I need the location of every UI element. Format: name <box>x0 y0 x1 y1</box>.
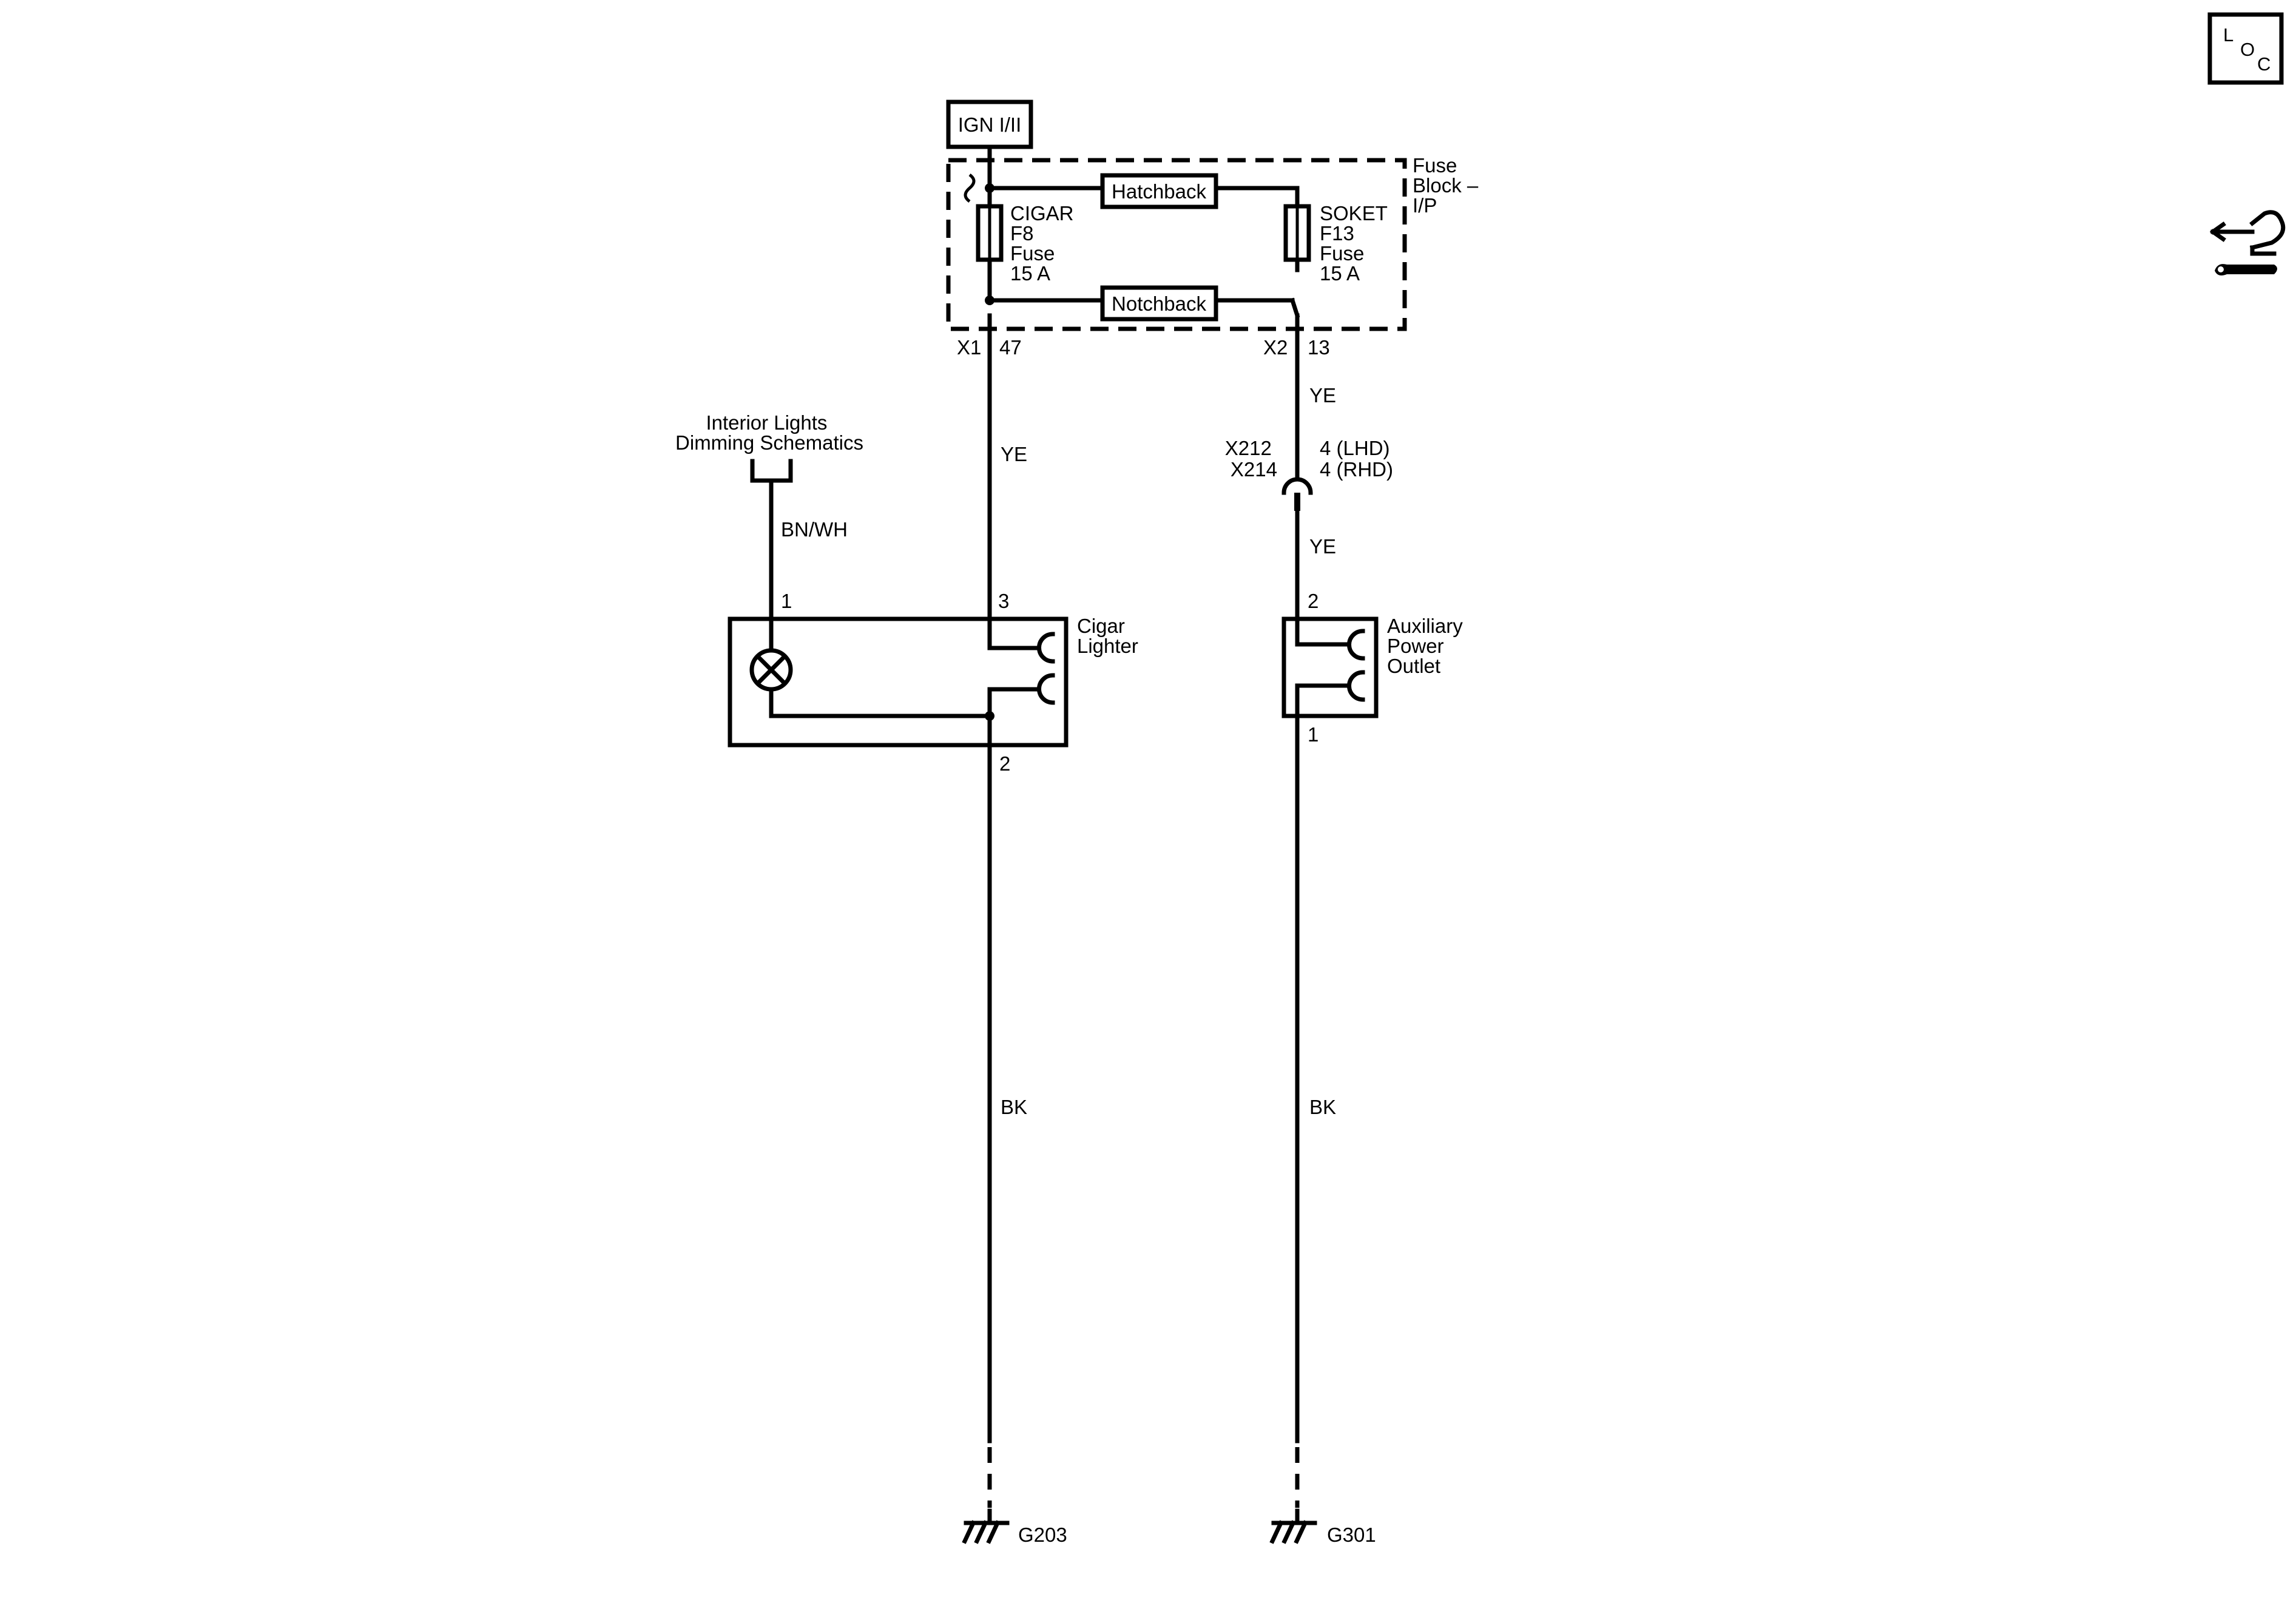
inline-connector-pins: 4 (LHD) 4 (RHD) <box>1320 437 1396 481</box>
fuse-f8-label: CIGAR F8 Fuse 15 A <box>1010 202 1079 285</box>
aux-outlet-name: Auxiliary Power Outlet <box>1387 615 1468 677</box>
wire-color-right-upper: YE <box>1309 384 1336 407</box>
conn-x2: X2 <box>1263 336 1288 359</box>
ground-g203-label: G203 <box>1018 1524 1067 1546</box>
dimming-reference-label: Interior Lights Dimming Schematics <box>675 411 863 454</box>
socket-contact-icon <box>1037 673 1055 705</box>
fuse-f13-label: SOKET F13 Fuse 15 A <box>1320 202 1393 285</box>
cigar-pin-3: 3 <box>998 590 1009 612</box>
cigar-lighter-name: Cigar Lighter <box>1077 615 1138 657</box>
junction-dot <box>985 183 994 193</box>
loc-tag-letter-l: L <box>2223 24 2234 46</box>
socket-contact-icon <box>1037 632 1055 664</box>
ground-g301-label: G301 <box>1327 1524 1376 1546</box>
wire-color-right-lower: YE <box>1309 535 1336 558</box>
fuse-block-outline <box>946 158 1407 331</box>
hatchback-box <box>1100 173 1218 209</box>
power-source-label: IGN I/II <box>958 113 1022 136</box>
cigar-pin-2: 2 <box>999 752 1010 775</box>
fuse-block-name: Fuse Block – I/P <box>1413 154 1484 217</box>
lamp-icon <box>749 648 793 692</box>
notchback-box <box>1100 285 1218 322</box>
conn-x1-pin: 47 <box>999 336 1022 359</box>
aux-outlet-box <box>1281 616 1379 718</box>
wire-color-dimming: BN/WH <box>781 518 848 541</box>
loc-tag-letter-o: O <box>2240 39 2255 60</box>
aux-outlet-circuit: YE X212 X214 4 (LHD) 4 (RHD) YE 2 Auxili… <box>1225 313 1468 1546</box>
reference-arrow-icon <box>750 459 793 483</box>
aux-pin-1: 1 <box>1308 723 1319 746</box>
junction-dot <box>985 295 994 305</box>
cigar-pin-1: 1 <box>781 590 792 612</box>
fuse-block: Fuse Block – I/P Hatchback CIGAR F8 Fuse… <box>946 146 1484 359</box>
connector-wrench-icon[interactable] <box>2210 210 2286 275</box>
bus-hook-icon <box>964 173 976 203</box>
ground-g203-icon <box>962 1508 1010 1544</box>
loc-tag[interactable]: L O C <box>2207 12 2284 85</box>
cigar-lighter-circuit: YE 3 Interior Lights Dimming Schematics … <box>675 313 1138 1546</box>
inline-connector-names: X212 X214 <box>1225 437 1277 481</box>
aux-pin-2: 2 <box>1308 590 1319 612</box>
cigar-lighter-box <box>728 616 1069 748</box>
loc-tag-letter-c: C <box>2257 53 2271 75</box>
inline-connector-icon <box>1281 477 1313 495</box>
conn-x2-pin: 13 <box>1308 336 1330 359</box>
wire-color-left-ground: BK <box>1001 1096 1027 1118</box>
wire-color-left-upper: YE <box>1001 443 1027 465</box>
notchback-label: Notchback <box>1112 292 1206 315</box>
hatchback-label: Hatchback <box>1112 180 1206 203</box>
power-source-ign: IGN I/II <box>946 100 1033 149</box>
ground-g301-icon <box>1269 1508 1317 1544</box>
socket-contact-icon <box>1347 629 1365 661</box>
conn-x1: X1 <box>957 336 981 359</box>
wire-color-right-ground: BK <box>1309 1096 1336 1118</box>
socket-contact-icon <box>1347 670 1365 702</box>
